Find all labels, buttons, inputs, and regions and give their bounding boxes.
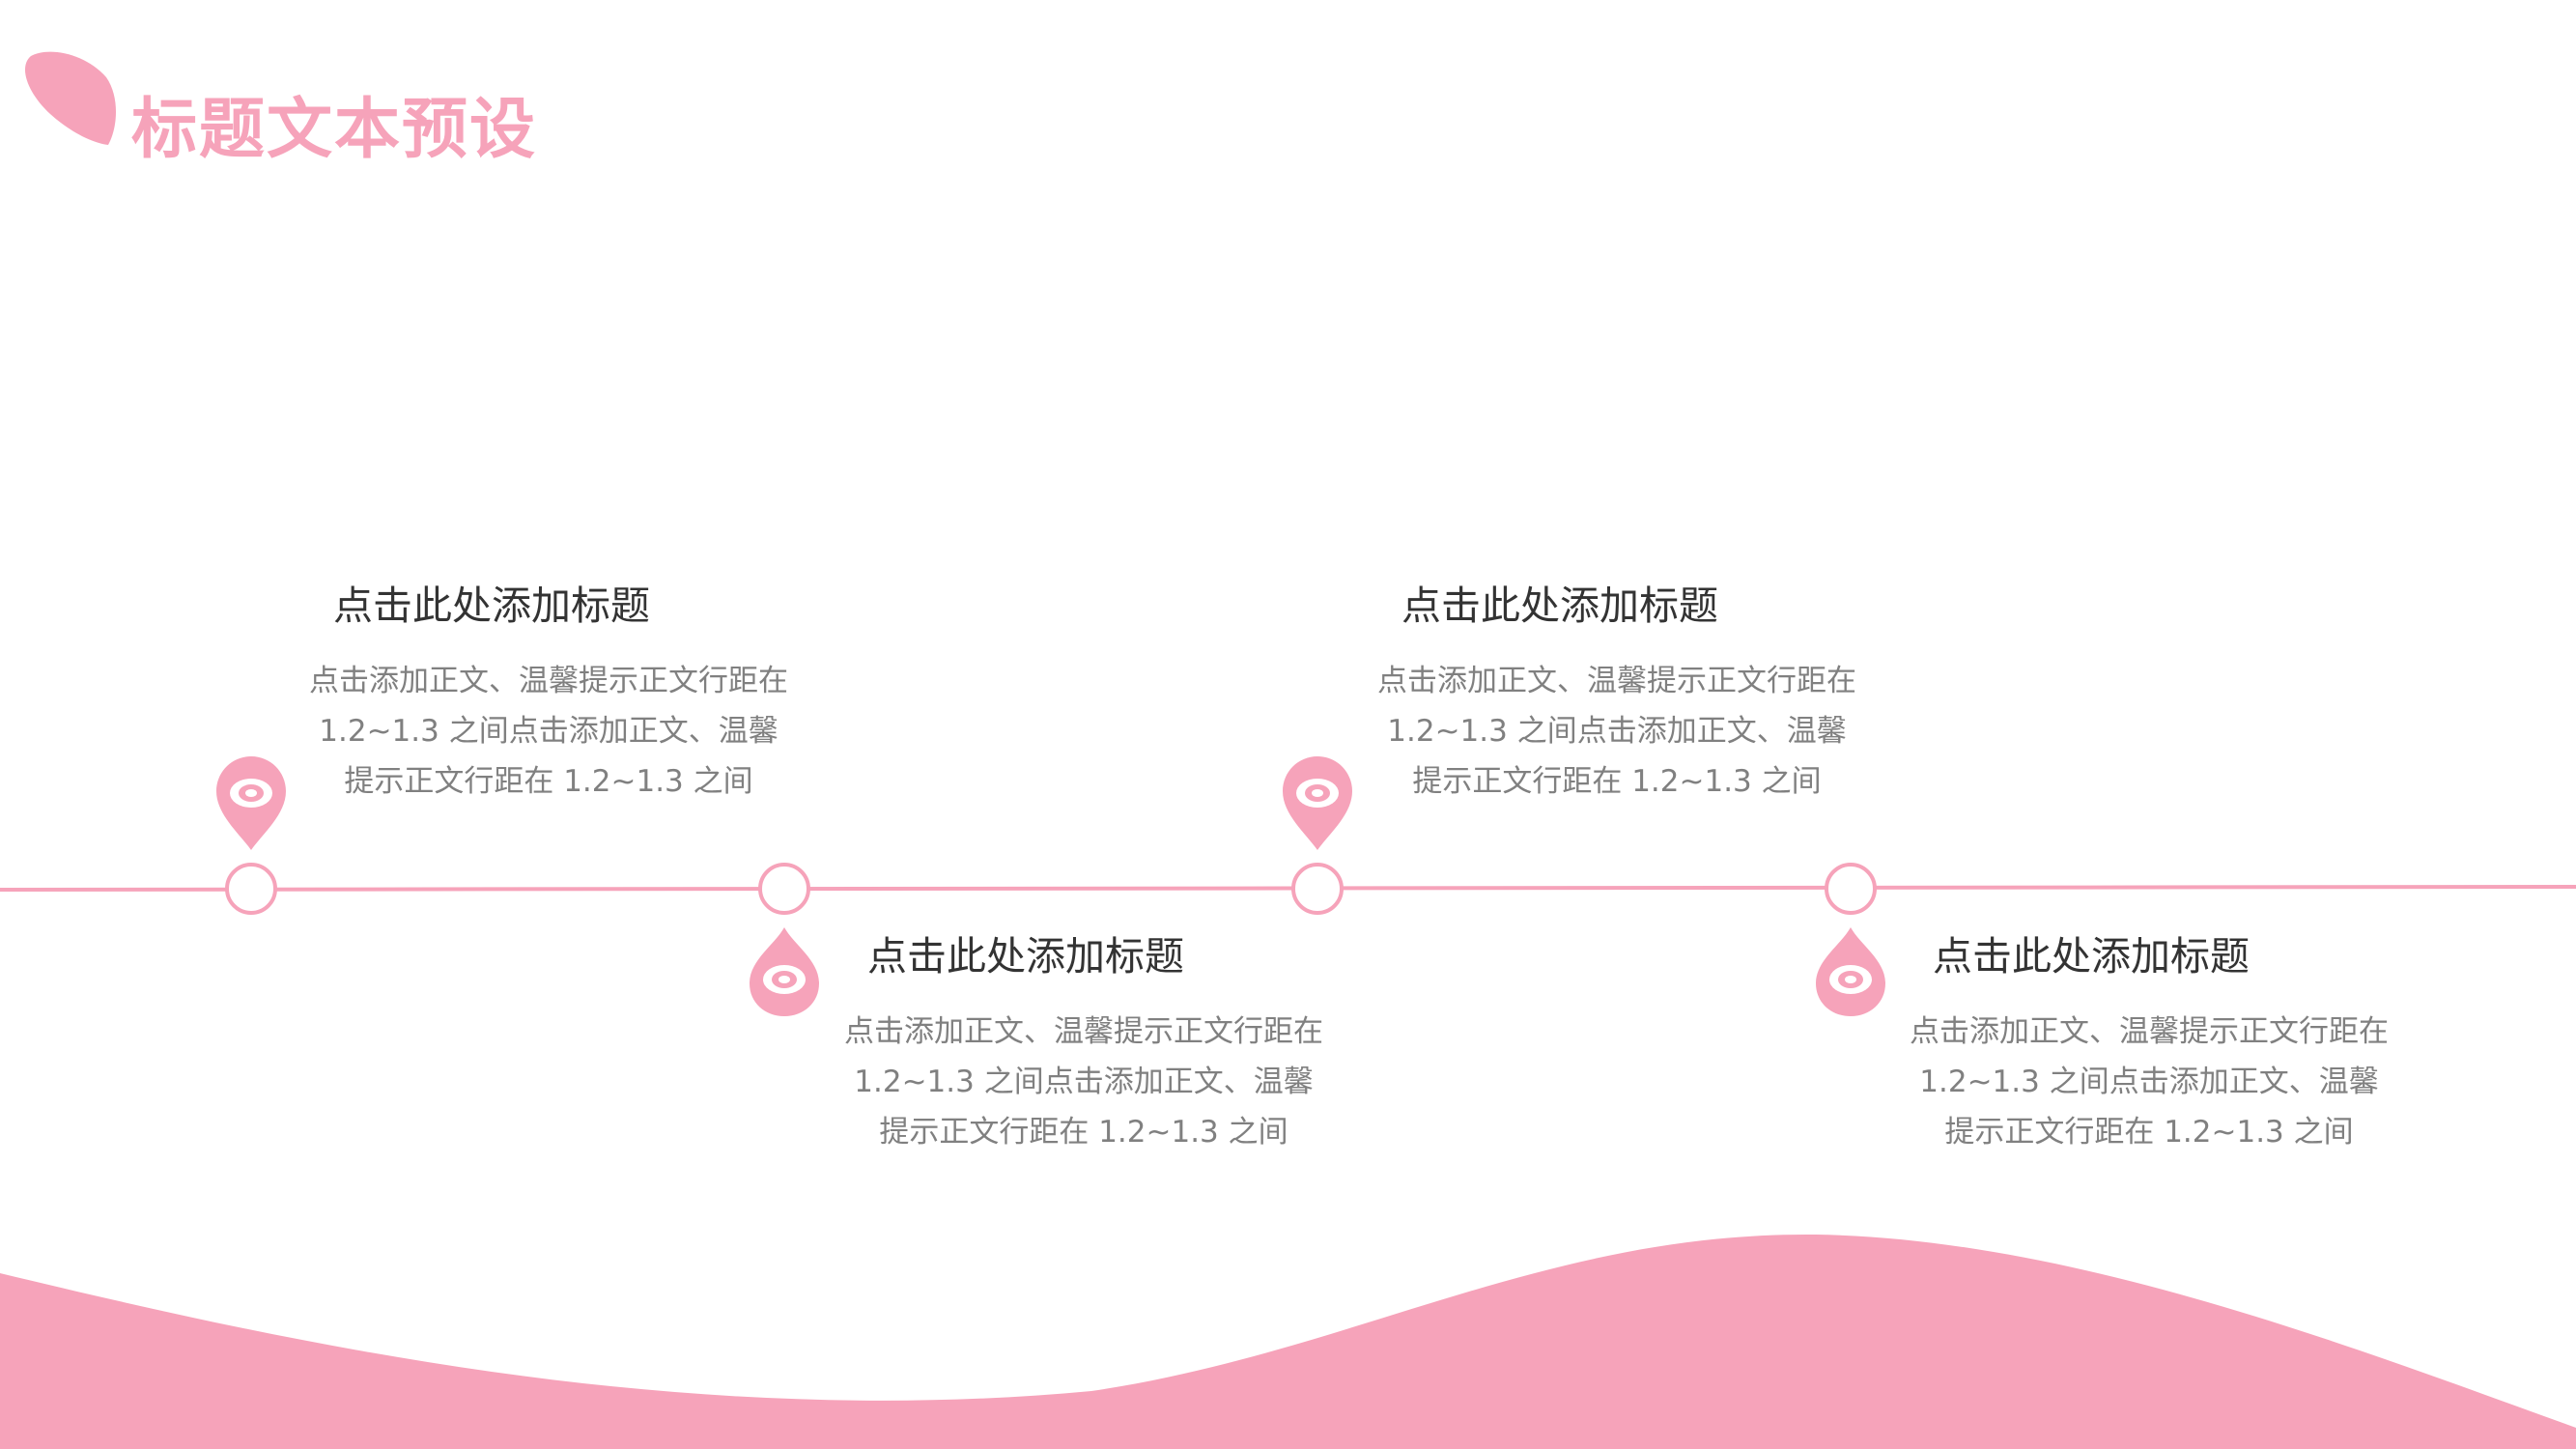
timeline-item-4-body[interactable]: 点击添加正文、温馨提示正文行距在 1.2~1.3 之间点击添加正文、温馨提示正文… [1910,1014,2389,1150]
timeline-node-3 [1291,863,1344,915]
map-pin-icon [216,756,286,850]
timeline-node-4 [1825,863,1877,915]
bottom-wave [0,1234,2576,1449]
petal-blob-icon [24,51,116,145]
map-pin-icon [1283,756,1352,850]
timeline-node-2 [758,863,810,915]
timeline-item-3-body[interactable]: 点击添加正文、温馨提示正文行距在 1.2~1.3 之间点击添加正文、温馨提示正文… [1377,664,1856,799]
timeline-line [0,885,2576,892]
drop-target-icon [750,927,819,1016]
drop-target-icon [1816,927,1885,1016]
timeline-item-1-body[interactable]: 点击添加正文、温馨提示正文行距在 1.2~1.3 之间点击添加正文、温馨提示正文… [309,664,788,799]
timeline-item-1-title[interactable]: 点击此处添加标题 [333,582,650,629]
timeline-item-2-body[interactable]: 点击添加正文、温馨提示正文行距在 1.2~1.3 之间点击添加正文、温馨提示正文… [844,1014,1323,1150]
timeline-item-4-title[interactable]: 点击此处添加标题 [1933,933,2250,980]
timeline-item-2-title[interactable]: 点击此处添加标题 [867,933,1184,980]
timeline-item-3-title[interactable]: 点击此处添加标题 [1401,582,1718,629]
timeline-node-1 [225,863,277,915]
page-title: 标题文本预设 [131,92,538,168]
